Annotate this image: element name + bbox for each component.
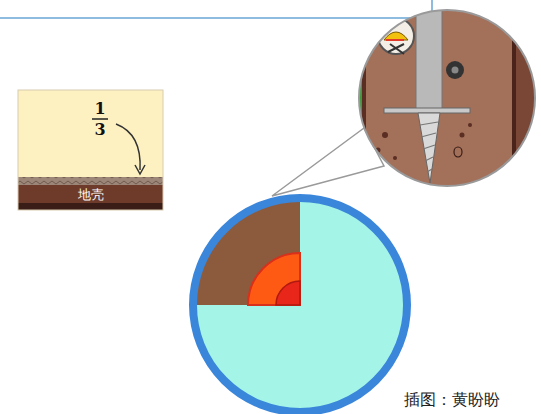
drill-callout <box>272 5 541 196</box>
illustrator-credit: 插图：黄盼盼 <box>404 392 500 408</box>
earth-cross-section <box>190 195 408 413</box>
fraction-numerator: 1 <box>94 101 105 117</box>
frame-edge <box>0 0 432 18</box>
layer-label: 地壳 <box>78 187 104 203</box>
crust-band: 地壳 <box>18 185 163 204</box>
crust-inset <box>18 90 163 210</box>
fraction-denominator: 3 <box>94 122 105 138</box>
